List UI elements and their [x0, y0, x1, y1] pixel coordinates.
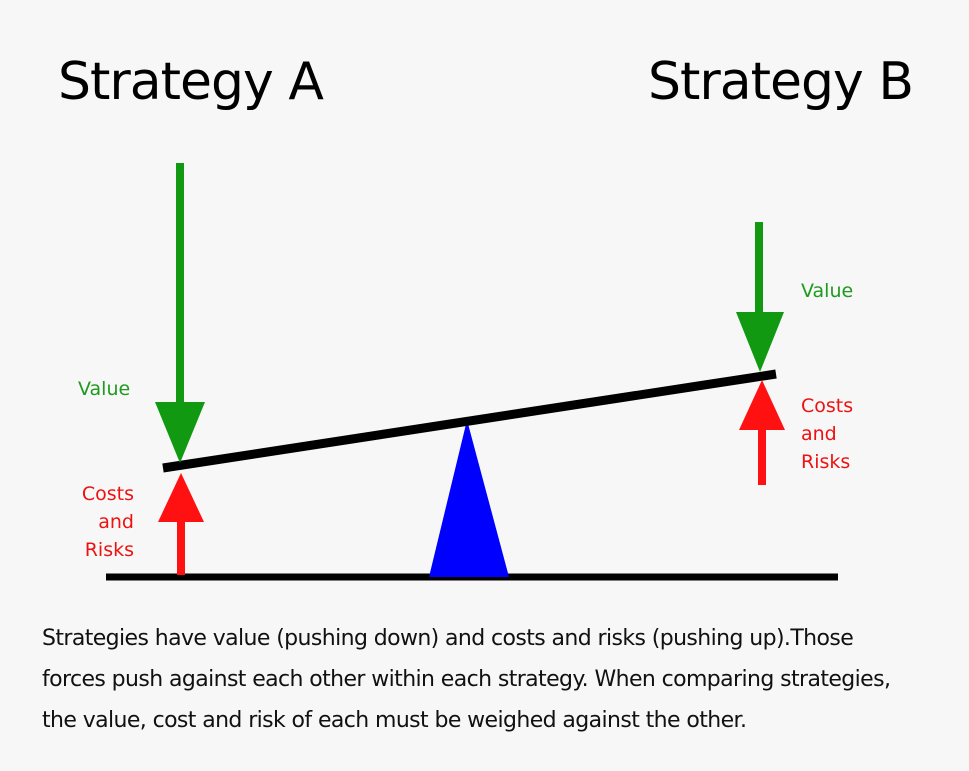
costs-label-line: Risks [84, 539, 134, 561]
caption-line: forces push against each other within ea… [42, 667, 891, 692]
costs-label-line: and [801, 423, 837, 445]
strategy-a-costs-arrow [158, 473, 204, 575]
fulcrum-triangle [429, 420, 509, 577]
strategy-a-costs-label: Costs and Risks [60, 480, 134, 564]
strategy-b-value-arrow [736, 222, 784, 372]
strategy-b-costs-arrow [739, 380, 785, 485]
costs-label-line: Risks [801, 451, 851, 473]
caption-line: Strategies have value (pushing down) and… [42, 626, 854, 651]
strategy-b-title: Strategy B [648, 52, 914, 112]
strategy-b-costs-label: Costs and Risks [801, 392, 853, 476]
strategy-a-value-label: Value [78, 378, 131, 400]
strategy-a-value-arrow [155, 163, 205, 463]
caption-line: the value, cost and risk of each must be… [42, 708, 747, 733]
strategy-a-title: Strategy A [58, 52, 324, 112]
diagram-caption: Strategies have value (pushing down) and… [42, 618, 962, 741]
seesaw-beam [162, 369, 777, 473]
costs-label-line: Costs [81, 483, 134, 505]
costs-label-line: and [98, 511, 134, 533]
strategy-b-value-label: Value [801, 280, 854, 302]
costs-label-line: Costs [801, 395, 854, 417]
